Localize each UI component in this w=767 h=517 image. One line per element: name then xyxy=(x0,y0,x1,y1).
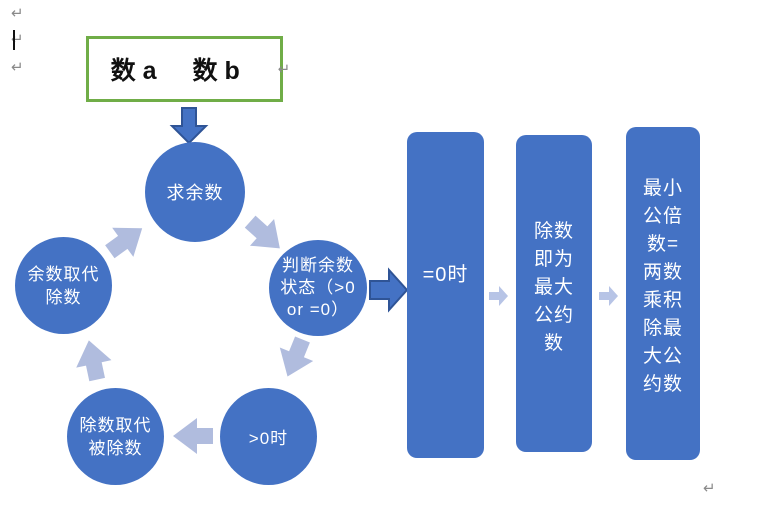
down-arrow-shape xyxy=(169,107,209,145)
cycle-arrow-shape xyxy=(173,418,213,454)
cycle-step-find-remainder[interactable]: 求余数 xyxy=(145,142,245,242)
cycle-arrow-shape xyxy=(105,227,143,259)
connector-arrow-shape xyxy=(599,286,618,306)
cycle-arrow-bottomleft-to-left[interactable] xyxy=(71,337,115,384)
result-panel-label: =0时 xyxy=(422,264,469,286)
cycle-arrow-top-to-right[interactable] xyxy=(238,208,292,262)
cycle-step-remainder-replaces-divisor[interactable]: 余数取代 除数 xyxy=(15,237,112,334)
paragraph-mark: ↵ xyxy=(11,5,24,22)
cycle-step-label: 判断余数 状态（>0 or =0） xyxy=(280,256,356,319)
paragraph-mark: ↵ xyxy=(703,480,716,497)
cycle-step-label: >0时 xyxy=(248,429,289,448)
result-panel-label: 除数 即为 最大 公约 数 xyxy=(533,220,574,354)
cycle-arrow-left-to-top[interactable] xyxy=(99,214,153,267)
result-panel-divisor-is-gcd[interactable]: 除数 即为 最大 公约 数 xyxy=(516,135,592,452)
number-b-label: 数 b xyxy=(192,57,240,85)
paragraph-mark: ↵ xyxy=(277,60,291,78)
connector-arrow-2[interactable] xyxy=(599,286,618,306)
cycle-step-divisor-replaces-dividend[interactable]: 除数取代 被除数 xyxy=(67,388,164,485)
input-numbers-box[interactable]: 数 a 数 b ↵ xyxy=(86,36,290,102)
connector-arrow-shape xyxy=(489,286,508,306)
result-panel-equals-zero[interactable]: =0时 xyxy=(407,132,484,458)
right-arrow-shape xyxy=(369,267,409,313)
cycle-step-label: 除数取代 被除数 xyxy=(79,415,152,458)
cycle-arrow-shape xyxy=(279,336,314,377)
connector-arrow-1[interactable] xyxy=(489,286,508,306)
cycle-step-label: 余数取代 除数 xyxy=(27,264,100,307)
cycle-step-judge-remainder-state[interactable]: 判断余数 状态（>0 or =0） xyxy=(269,240,367,336)
text-cursor xyxy=(13,30,15,50)
right-arrow[interactable] xyxy=(369,267,409,313)
cycle-step-label: 求余数 xyxy=(166,183,224,203)
cycle-arrow-shape xyxy=(76,340,112,382)
number-a-label: 数 a xyxy=(110,57,157,85)
result-panel-label: 最小 公倍 数= 两数 乘积 除最 大公 约数 xyxy=(642,177,683,395)
cycle-arrow-bottomright-to-bottomleft[interactable] xyxy=(173,418,213,454)
paragraph-mark: ↵ xyxy=(11,59,24,76)
result-panel-lcm-formula[interactable]: 最小 公倍 数= 两数 乘积 除最 大公 约数 xyxy=(626,127,700,460)
cycle-arrow-shape xyxy=(244,215,280,249)
cycle-arrow-right-to-bottomright[interactable] xyxy=(271,333,319,384)
cycle-step-greater-than-zero[interactable]: >0时 xyxy=(220,388,317,485)
down-arrow[interactable] xyxy=(169,107,209,145)
